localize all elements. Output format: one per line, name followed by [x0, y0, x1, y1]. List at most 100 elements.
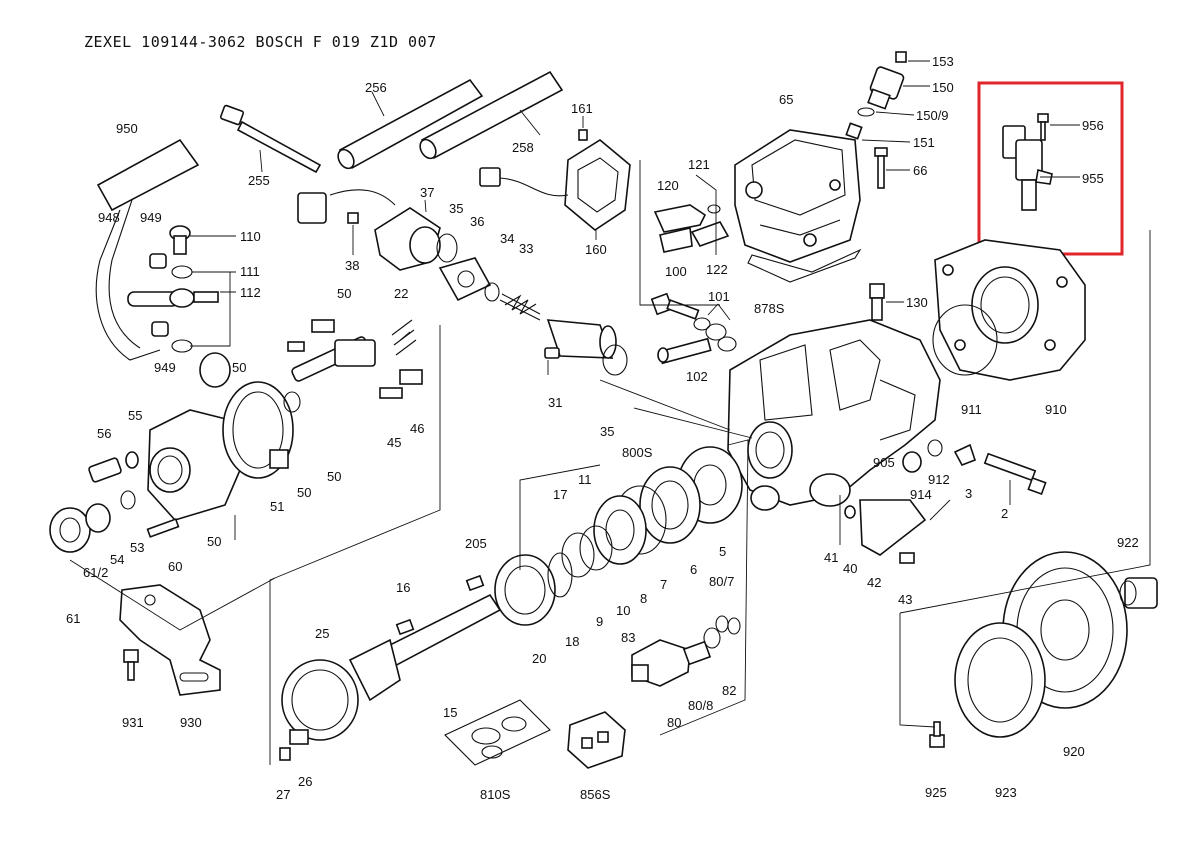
pin-102[interactable] [657, 337, 712, 365]
label-17: 17 [553, 487, 567, 502]
label-910: 910 [1045, 402, 1067, 417]
label-61: 61 [66, 611, 80, 626]
label-949a: 949 [140, 210, 162, 225]
coupling-25[interactable] [281, 638, 401, 741]
label-31: 31 [548, 395, 562, 410]
label-931: 931 [122, 715, 144, 730]
sleeve-258[interactable] [417, 70, 564, 161]
plate-36[interactable] [438, 257, 492, 302]
bolt-100[interactable] [650, 292, 700, 320]
label-33: 33 [519, 241, 533, 256]
gasket-kit-810s[interactable] [444, 699, 551, 766]
regulator-housing-50[interactable] [147, 381, 294, 521]
label-7: 7 [660, 577, 667, 592]
plate-6[interactable] [639, 466, 701, 544]
label-100: 100 [665, 264, 687, 279]
label-60: 60 [168, 559, 182, 574]
bolt-66[interactable] [874, 147, 888, 189]
label-16: 16 [396, 580, 410, 595]
label-38: 38 [345, 258, 359, 273]
diagram-title: ZEXEL 109144-3062 BOSCH F 019 Z1D 007 [84, 33, 437, 51]
bolt-931[interactable] [123, 649, 139, 681]
overflow-valve-120[interactable] [653, 204, 730, 253]
lever-42[interactable] [859, 499, 927, 564]
label-930: 930 [180, 715, 202, 730]
label-80: 80 [667, 715, 681, 730]
gear-923[interactable] [954, 622, 1046, 738]
label-111: 111 [240, 264, 260, 279]
label-121: 121 [688, 157, 710, 172]
label-50b: 50 [232, 360, 246, 375]
gear-50[interactable] [199, 352, 231, 388]
label-153: 153 [932, 54, 954, 69]
fitting-56[interactable] [88, 451, 139, 483]
label-151: 151 [913, 135, 935, 150]
cap-61[interactable] [49, 503, 111, 553]
label-102: 102 [686, 369, 708, 384]
label-955: 955 [1082, 171, 1104, 186]
label-40: 40 [843, 561, 857, 576]
governor-shaft-50[interactable] [287, 319, 376, 382]
speed-sensor-955[interactable] [1002, 125, 1053, 211]
label-912: 912 [928, 472, 950, 487]
hose-948[interactable] [95, 138, 200, 361]
label-911: 911 [961, 402, 982, 417]
spring-22[interactable] [391, 319, 417, 356]
label-110: 110 [240, 229, 261, 244]
label-130: 130 [906, 295, 928, 310]
label-35a: 35 [449, 201, 463, 216]
piston-31[interactable] [544, 319, 617, 359]
label-55: 55 [128, 408, 142, 423]
spring-33[interactable] [499, 293, 541, 321]
seal-20[interactable] [494, 554, 556, 626]
label-9: 9 [596, 614, 603, 629]
label-258: 258 [512, 140, 534, 155]
label-2: 2 [1001, 506, 1008, 521]
label-18: 18 [565, 634, 579, 649]
label-112: 112 [240, 285, 261, 300]
valve-130[interactable] [869, 283, 885, 321]
label-905: 905 [873, 455, 895, 470]
label-50c: 50 [327, 469, 341, 484]
solenoid-37[interactable] [297, 189, 441, 271]
plate-8[interactable] [593, 495, 647, 565]
label-50a: 50 [337, 286, 351, 301]
sensor-80[interactable] [631, 639, 712, 687]
connector-856s[interactable] [567, 711, 626, 769]
label-810s: 810S [480, 787, 511, 802]
label-80-7: 80/7 [709, 574, 734, 589]
stop-solenoid-150[interactable] [867, 51, 907, 110]
connector-160[interactable] [479, 139, 631, 231]
o-ring-35[interactable] [436, 233, 458, 263]
pump-body[interactable] [727, 319, 941, 511]
label-922: 922 [1117, 535, 1139, 550]
o-ring-911[interactable] [932, 304, 998, 376]
sleeve-256[interactable] [335, 78, 484, 171]
nut-922[interactable] [1119, 577, 1158, 609]
part-labels: 153 150 150/9 151 66 65 956 955 256 258 … [66, 54, 1139, 802]
label-56: 56 [97, 426, 111, 441]
bolt-956[interactable] [1037, 113, 1049, 141]
cable-tie-255[interactable] [219, 104, 322, 174]
label-50e: 50 [207, 534, 221, 549]
label-878s: 878S [754, 301, 785, 316]
mounting-flange-910[interactable] [934, 239, 1086, 381]
label-914: 914 [910, 487, 932, 502]
label-43: 43 [898, 592, 912, 607]
label-949b: 949 [154, 360, 176, 375]
label-34: 34 [500, 231, 514, 246]
label-51: 51 [270, 499, 284, 514]
bolt-925[interactable] [929, 721, 945, 748]
governor-cover-65[interactable] [734, 129, 861, 263]
screw-2[interactable] [983, 452, 1047, 496]
label-54: 54 [110, 552, 124, 567]
banjo-bolt-110[interactable] [169, 225, 191, 255]
label-35b: 35 [600, 424, 614, 439]
banjo-fitting-112[interactable] [127, 288, 219, 308]
label-11: 11 [578, 472, 592, 487]
label-37: 37 [420, 185, 434, 200]
bracket-930[interactable] [119, 584, 221, 696]
gasket-878s[interactable] [747, 248, 862, 283]
label-3: 3 [965, 486, 972, 501]
